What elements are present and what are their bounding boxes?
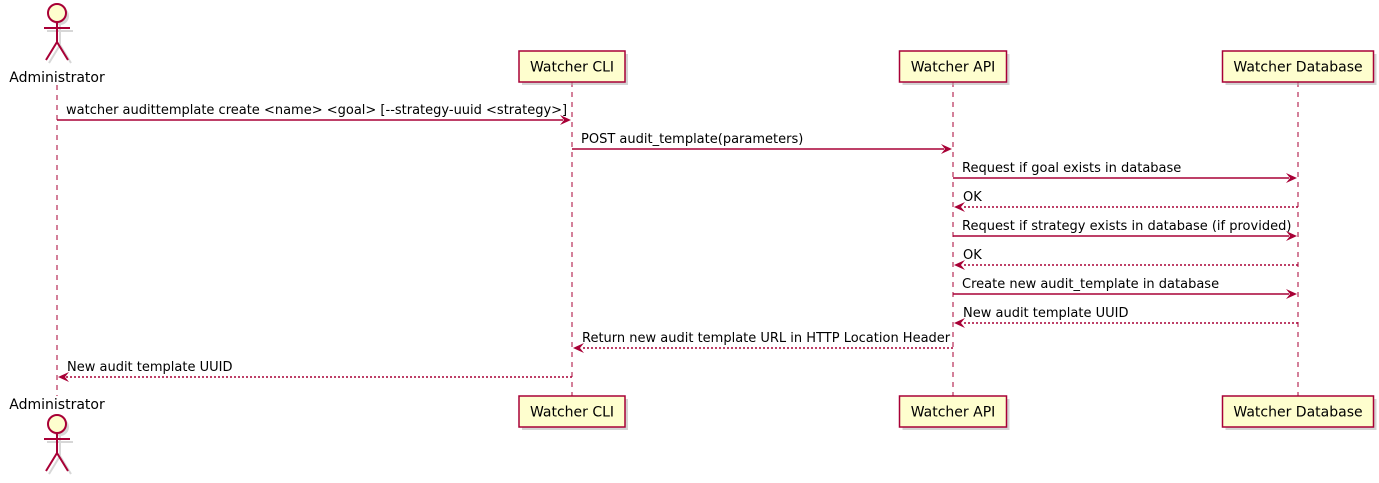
message-1: watcher audittemplate create <name> <goa… (57, 103, 571, 125)
participant-box[interactable] (1221, 395, 1375, 428)
message-8: New audit template UUID (954, 306, 1298, 328)
message-7: Create new audit_template in database (953, 277, 1297, 299)
message-label: watcher audittemplate create <name> <goa… (66, 103, 567, 118)
actor-administrator: Administrator (9, 3, 105, 86)
message-label: Request if goal exists in database (962, 161, 1181, 176)
actor-head-icon (47, 3, 67, 23)
participant-label-administrator: Administrator (9, 70, 105, 86)
participant-label-watcher-api: Watcher API (911, 405, 996, 421)
participant-label-watcher-cli: Watcher CLI (530, 405, 614, 421)
participant-label-watcher-database: Watcher Database (1233, 405, 1362, 421)
message-arrowhead (954, 318, 965, 328)
participant-watcher-api[interactable]: Watcher API (898, 50, 1010, 85)
participant-watcher-database[interactable]: Watcher Database (1221, 395, 1377, 430)
message-2: POST audit_template(parameters) (572, 132, 952, 154)
message-label: Create new audit_template in database (962, 277, 1219, 292)
participant-watcher-database[interactable]: Watcher Database (1221, 50, 1377, 85)
message-label: POST audit_template(parameters) (581, 132, 803, 147)
message-arrowhead (1286, 289, 1297, 299)
participant-label-watcher-api: Watcher API (911, 60, 996, 76)
message-arrowhead (58, 372, 69, 382)
participant-box[interactable] (898, 50, 1008, 83)
actor-head-icon (47, 414, 67, 434)
participant-box[interactable] (1221, 50, 1375, 83)
message-arrowhead (560, 115, 571, 125)
participant-watcher-cli[interactable]: Watcher CLI (518, 395, 628, 430)
message-6: OK (954, 248, 1298, 270)
actor-body-icon (44, 433, 70, 472)
message-arrowhead (941, 144, 952, 154)
participant-watcher-api[interactable]: Watcher API (898, 395, 1010, 430)
participant-watcher-cli[interactable]: Watcher CLI (518, 50, 628, 85)
message-4: OK (954, 190, 1298, 212)
message-label: Return new audit template URL in HTTP Lo… (582, 331, 951, 346)
actor-administrator: Administrator (9, 397, 105, 475)
message-arrowhead (1286, 173, 1297, 183)
participant-box[interactable] (518, 395, 626, 428)
message-10: New audit template UUID (58, 360, 572, 382)
message-label: New audit template UUID (963, 306, 1128, 321)
message-9: Return new audit template URL in HTTP Lo… (573, 331, 953, 353)
message-label: OK (963, 190, 982, 205)
messages-layer: watcher audittemplate create <name> <goa… (57, 103, 1298, 382)
message-label: OK (963, 248, 982, 263)
lifelines-layer (56, 82, 1299, 396)
message-arrowhead (1286, 231, 1297, 241)
message-arrowhead (954, 260, 965, 270)
actor-body-icon (44, 22, 70, 61)
message-arrowhead (573, 343, 584, 353)
participant-label-administrator: Administrator (9, 397, 105, 413)
message-arrowhead (954, 202, 965, 212)
message-label: New audit template UUID (67, 360, 232, 375)
message-5: Request if strategy exists in database (… (953, 219, 1297, 241)
message-label: Request if strategy exists in database (… (962, 219, 1291, 234)
participant-label-watcher-database: Watcher Database (1233, 60, 1362, 76)
participant-box[interactable] (518, 50, 626, 83)
participant-label-watcher-cli: Watcher CLI (530, 60, 614, 76)
participant-box[interactable] (898, 395, 1008, 428)
message-3: Request if goal exists in database (953, 161, 1297, 183)
